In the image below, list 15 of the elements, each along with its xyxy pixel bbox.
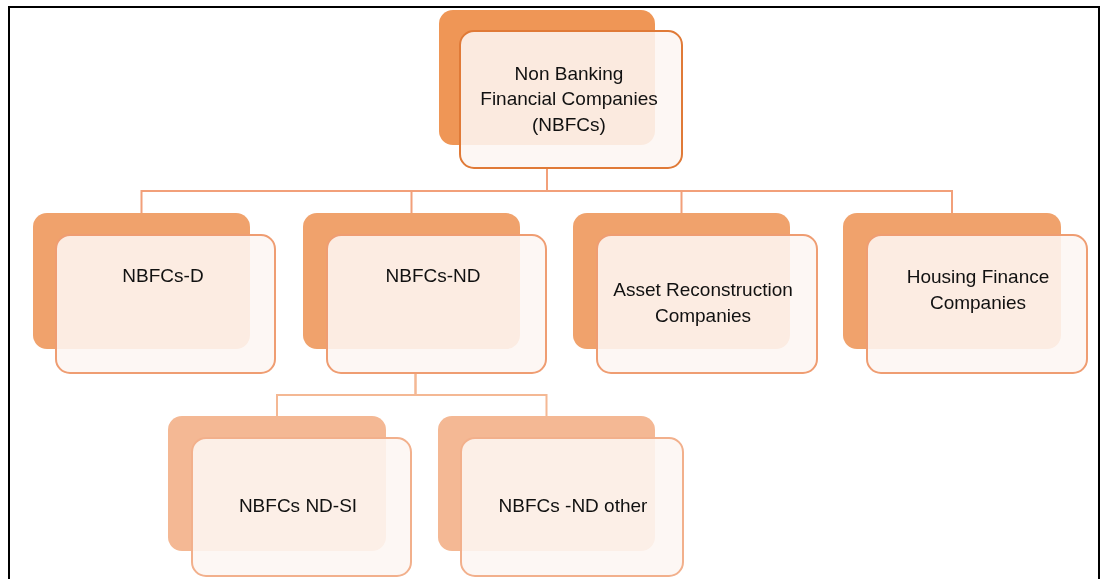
stacked-card [843, 213, 1088, 374]
node-label: Non Banking Financial Companies (NBFCs) [479, 61, 659, 137]
stacked-card [303, 213, 547, 374]
stacked-card [168, 416, 412, 577]
stacked-card [438, 416, 684, 577]
stacked-card [573, 213, 818, 374]
node-label: NBFCs-D [121, 264, 205, 289]
node-label: NBFCs -ND other [497, 494, 649, 519]
connector-line [414, 373, 548, 417]
node-label: Asset Reconstruction Companies [612, 278, 794, 328]
node-label: NBFCs-ND [384, 264, 482, 289]
stacked-card [33, 213, 276, 374]
node-label: NBFCs ND-SI [237, 494, 359, 519]
stacked-card [439, 10, 683, 169]
node-label: Housing Finance Companies [905, 265, 1051, 315]
